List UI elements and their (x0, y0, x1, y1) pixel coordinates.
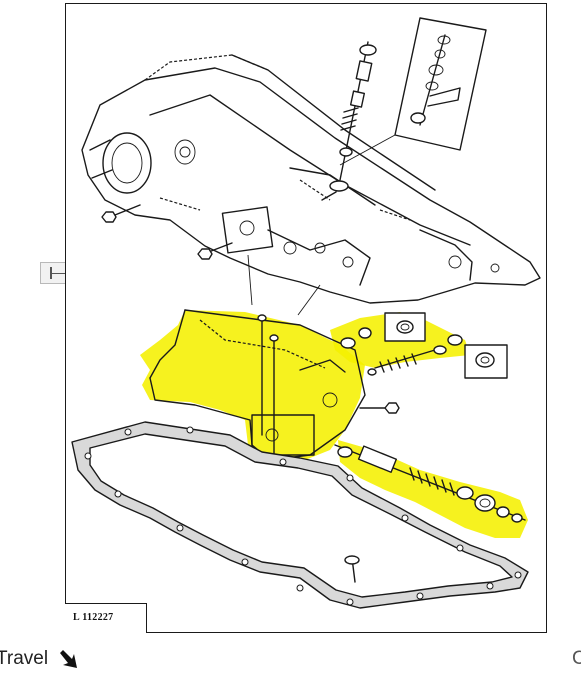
detail-inset-box (339, 17, 487, 166)
housing-bolts (101, 204, 233, 260)
control-valve-parts-lower (334, 444, 526, 523)
figure-reference-label: L 112227 (65, 603, 147, 633)
side-tab-marker[interactable] (40, 262, 65, 284)
upper-housing (81, 54, 541, 304)
leader-line (247, 254, 253, 306)
partial-right-text: C (572, 648, 581, 669)
figure-reference-text: L 112227 (73, 612, 114, 623)
travel-label: Travel (0, 648, 49, 669)
arrow-down-right-icon (60, 650, 78, 668)
exploded-parts-diagram: .ln { fill: none; stroke: #1a1a1a; strok… (71, 17, 541, 609)
gasket (71, 421, 529, 609)
side-tab-glyph (50, 267, 52, 279)
relief-valve-stack (321, 41, 377, 201)
bottom-toolbar: Travel C (0, 640, 581, 676)
side-tab-leader-line (51, 273, 65, 274)
leader-line (297, 284, 321, 316)
control-valve-parts-upper (340, 312, 508, 379)
travel-link[interactable]: Travel (0, 648, 79, 670)
